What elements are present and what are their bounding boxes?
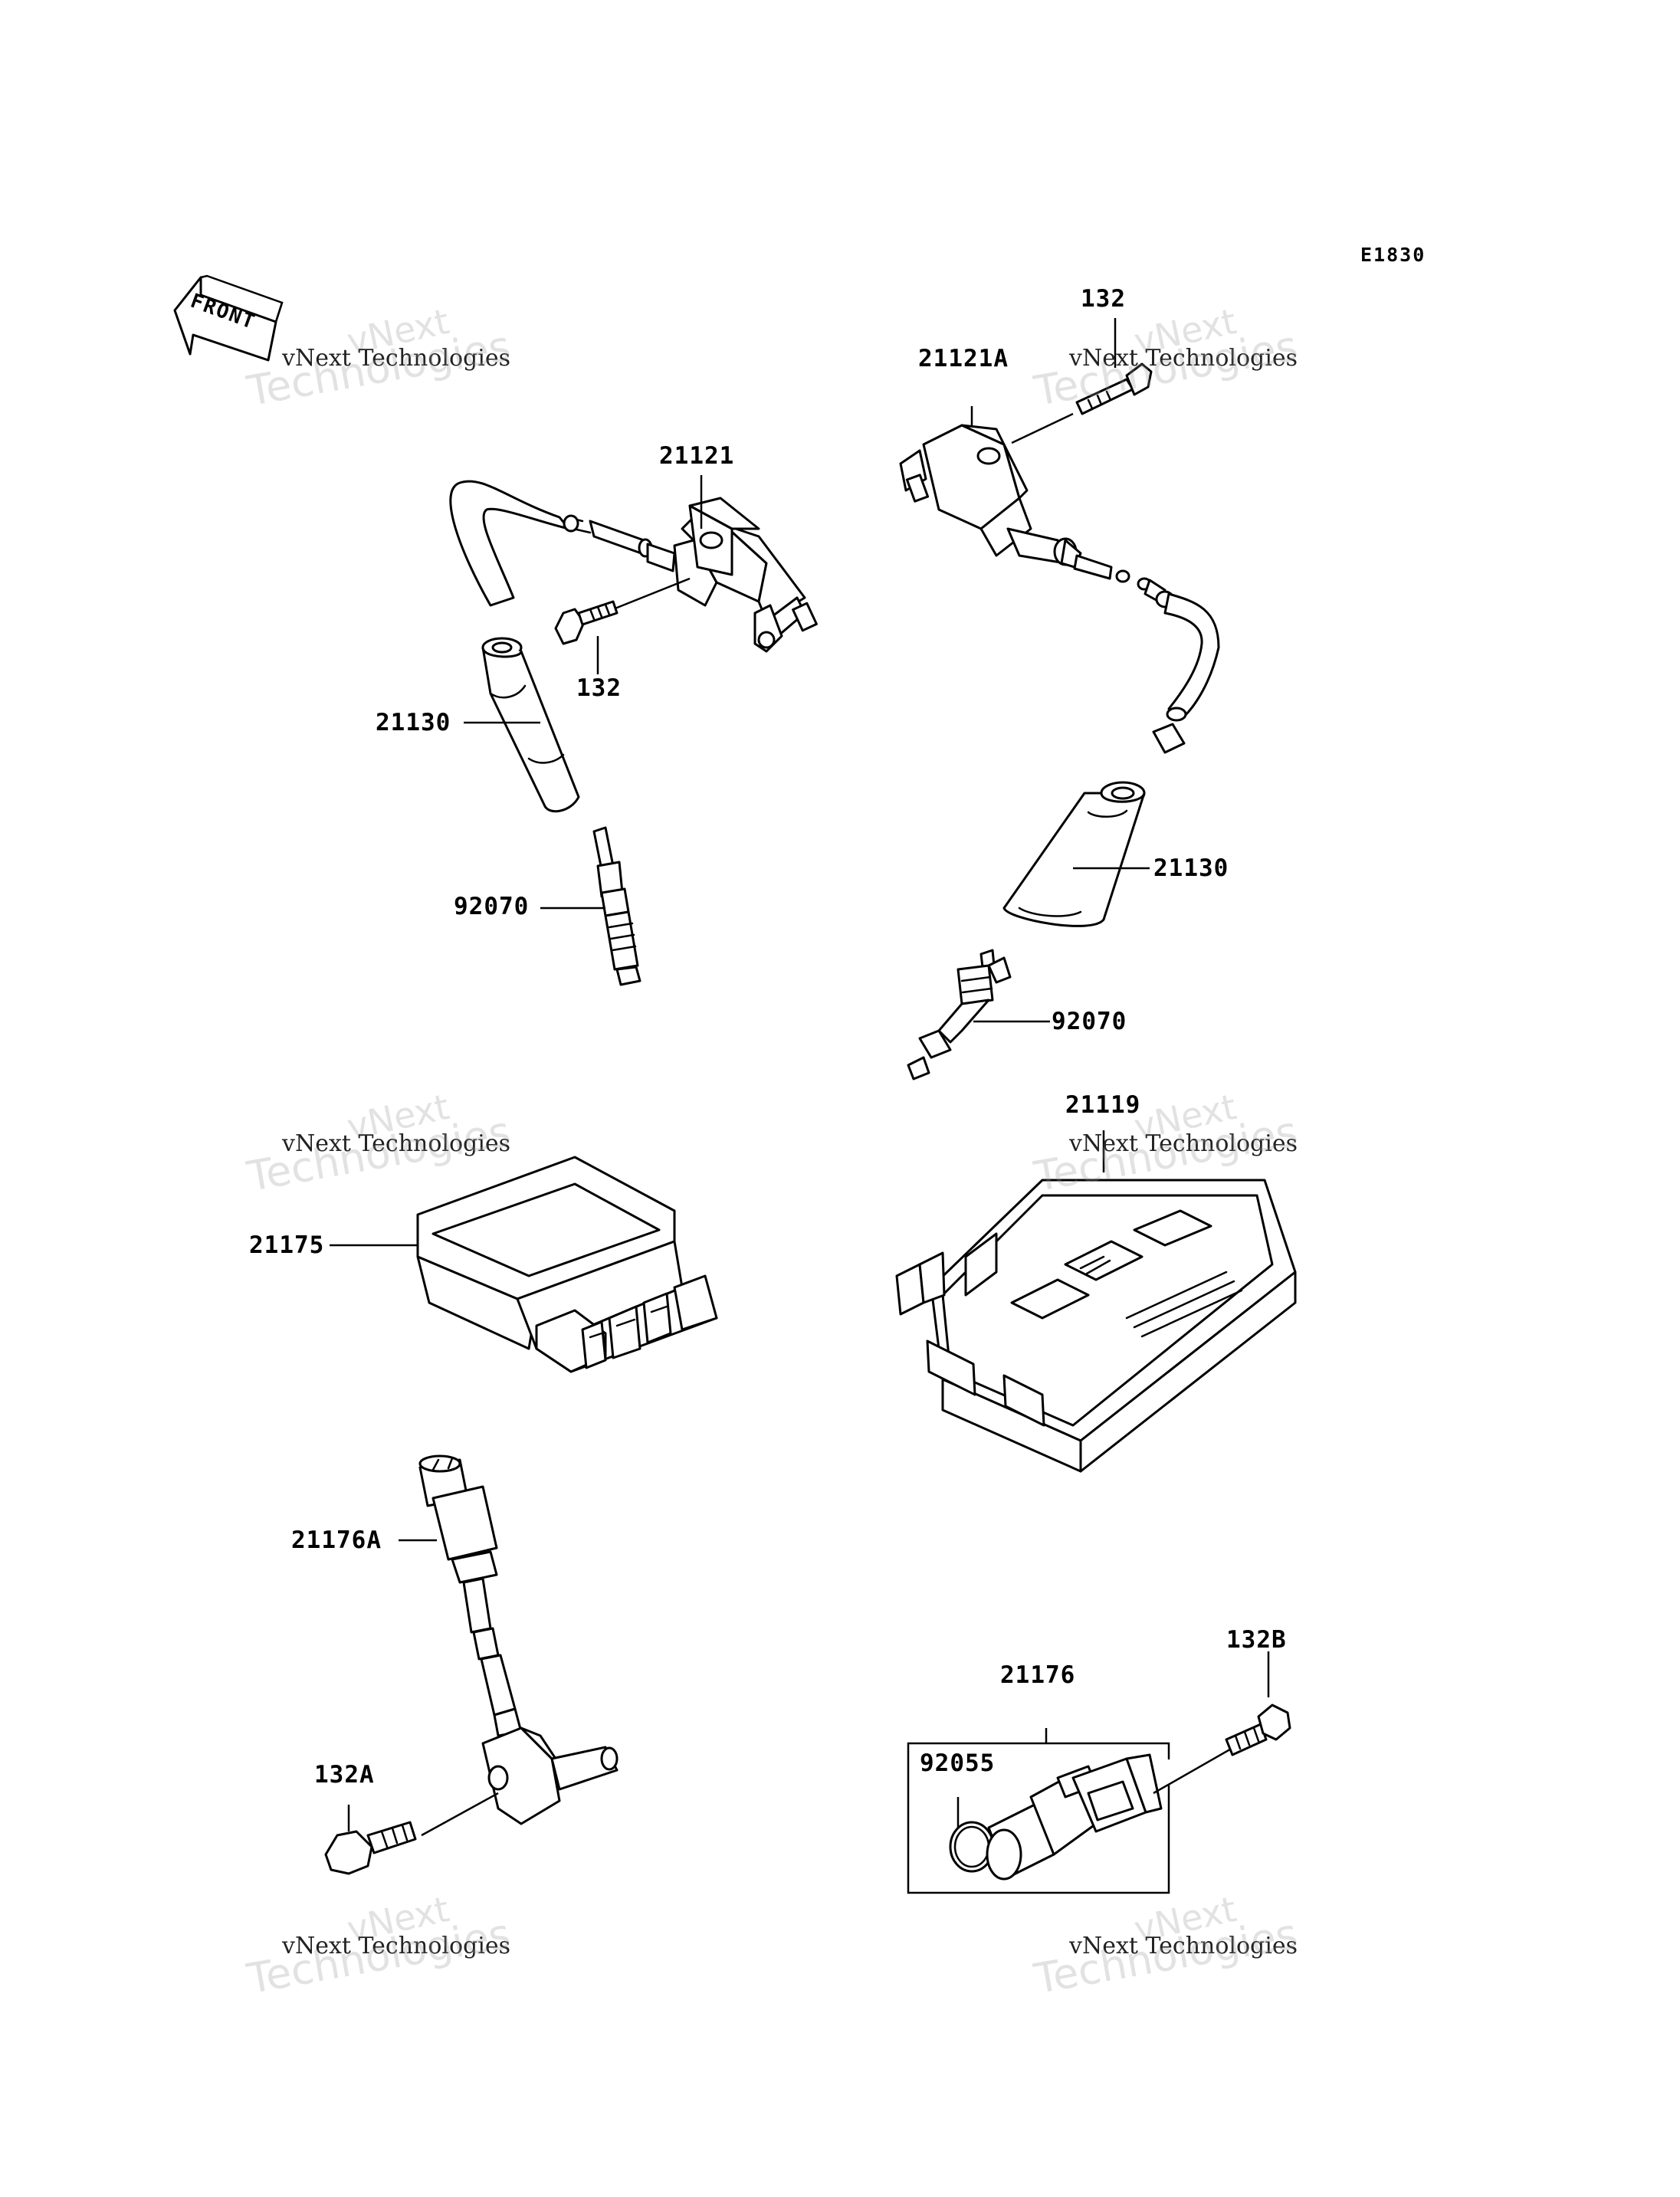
plug-cap-right-drawing [1002, 781, 1146, 927]
diagram-code: E1830 [1360, 244, 1426, 266]
callout-21121a[interactable]: 21121A [918, 345, 1009, 372]
bolt-132b-drawing [1225, 1651, 1291, 1756]
ignition-coil-left-drawing [449, 480, 818, 653]
callout-92070-left[interactable]: 92070 [454, 893, 530, 920]
plug-cap-left-drawing [481, 637, 580, 813]
bolt-right-drawing [1075, 318, 1153, 415]
sensor-21176-drawing [907, 1728, 1235, 1894]
spark-plug-left-drawing [592, 826, 641, 986]
front-text: FRONT [187, 289, 259, 335]
callout-92055[interactable]: 92055 [920, 1749, 996, 1777]
spark-plug-right-drawing [907, 949, 1012, 1080]
callout-132b[interactable]: 132B [1226, 1626, 1287, 1654]
callout-132-right[interactable]: 132 [1081, 285, 1126, 313]
callout-21176[interactable]: 21176 [1000, 1661, 1076, 1689]
callout-21130-left[interactable]: 21130 [376, 709, 451, 736]
sensor-21176a-drawing [418, 1454, 619, 1837]
leader-lines [330, 475, 1150, 1828]
callout-92070-right[interactable]: 92070 [1052, 1008, 1127, 1035]
ecu-21119-drawing [895, 1130, 1297, 1473]
callout-21119[interactable]: 21119 [1065, 1091, 1141, 1119]
callout-21130-right[interactable]: 21130 [1153, 854, 1229, 882]
front-direction-label: FRONT [172, 276, 287, 375]
bolt-left-drawing [554, 600, 619, 645]
bolt-132a-drawing [324, 1805, 417, 1875]
front-arrow-icon [173, 274, 284, 362]
callout-132-left[interactable]: 132 [576, 674, 622, 702]
callout-132a[interactable]: 132A [314, 1761, 375, 1789]
ignition-coil-right-drawing [899, 406, 1220, 754]
ignition-module-21175-drawing [416, 1156, 718, 1373]
callout-21121[interactable]: 21121 [659, 442, 735, 470]
callout-21175[interactable]: 21175 [249, 1231, 325, 1259]
callout-21176a[interactable]: 21176A [291, 1526, 382, 1554]
